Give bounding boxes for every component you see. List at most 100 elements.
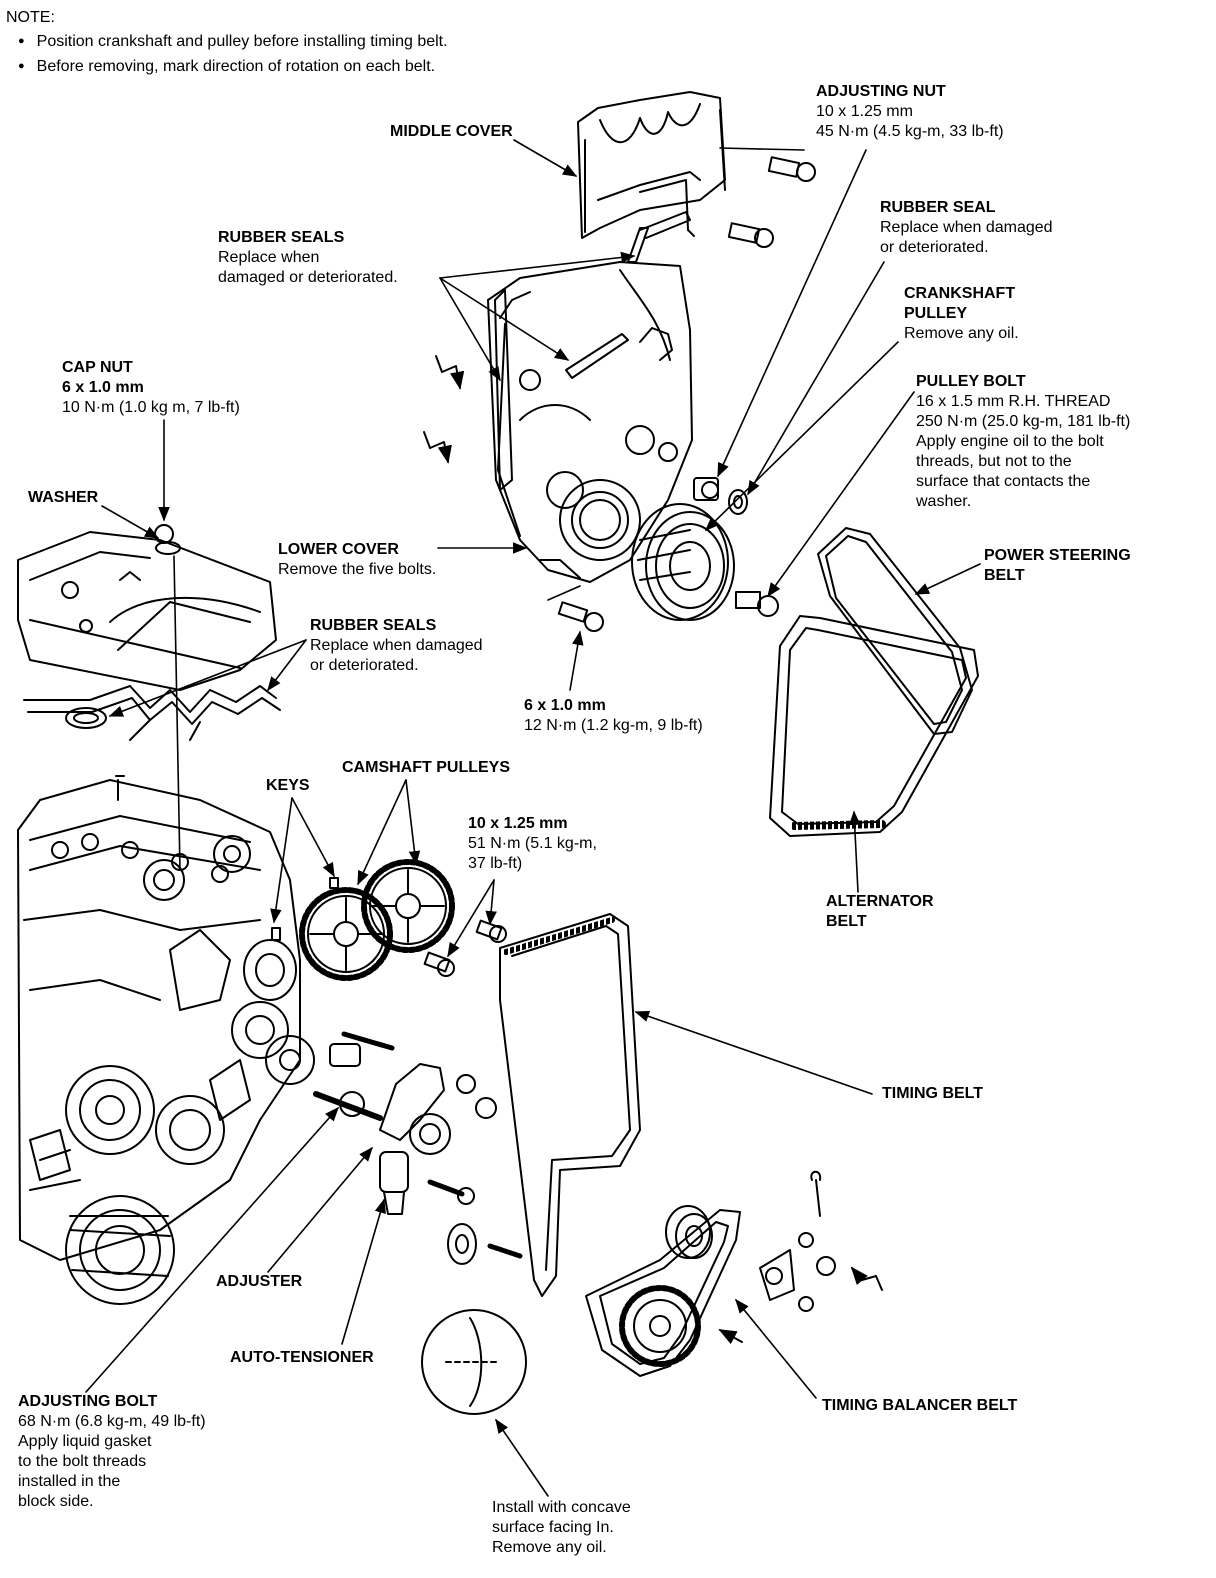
label-alternator-belt: ALTERNATOR BELT xyxy=(826,892,934,932)
leader-lines xyxy=(85,139,981,1497)
balancer-pulley xyxy=(619,1285,701,1367)
label-line: 45 N·m (4.5 kg-m, 33 lb-ft) xyxy=(816,123,1004,140)
crankshaft-pulley xyxy=(631,503,735,621)
middle-cover xyxy=(577,91,726,239)
label-line: 16 x 1.5 mm R.H. THREAD xyxy=(916,393,1111,410)
label-timing-balancer-belt: TIMING BALANCER BELT xyxy=(822,1396,1017,1416)
rotation-direction-mark xyxy=(435,355,465,390)
tensioner-sleeve xyxy=(329,1031,395,1067)
label-line: washer. xyxy=(916,493,972,510)
label-camshaft-pulleys: CAMSHAFT PULLEYS xyxy=(342,758,510,778)
tensioner-bolt xyxy=(456,1074,497,1119)
label-lower-cover: LOWER COVER Remove the five bolts. xyxy=(278,540,436,580)
label-heading: CAP NUT xyxy=(62,359,133,376)
label-crankshaft-pulley: CRANKSHAFT PULLEY Remove any oil. xyxy=(904,284,1019,344)
rotation-direction-mark xyxy=(718,1329,743,1345)
label-adjusting-bolt: ADJUSTING BOLT 68 N·m (6.8 kg-m, 49 lb-f… xyxy=(18,1392,206,1512)
label-line: 10 N·m (1.0 kg m, 7 lb-ft) xyxy=(62,399,240,416)
engine-block xyxy=(17,775,315,1305)
label-heading: 10 x 1.25 mm xyxy=(468,815,568,832)
alternator-belt xyxy=(769,615,979,837)
label-timing-belt: TIMING BELT xyxy=(882,1084,983,1104)
camshaft-bolt xyxy=(475,919,507,943)
label-line: damaged or deteriorated. xyxy=(218,269,398,286)
label-line: 12 N·m (1.2 kg-m, 9 lb-ft) xyxy=(524,717,703,734)
rotation-direction-mark xyxy=(850,1266,883,1291)
cylinder-head-cover xyxy=(17,531,277,691)
label-heading: ADJUSTING BOLT xyxy=(18,1393,158,1410)
label-heading: 6 x 1.0 mm xyxy=(524,697,606,714)
label-line: Replace when damaged xyxy=(880,219,1053,236)
label-heading: POWER STEERING xyxy=(984,547,1131,564)
label-bolt-10x125: 10 x 1.25 mm 51 N·m (5.1 kg-m, 37 lb-ft) xyxy=(468,814,597,874)
label-line: Remove any oil. xyxy=(904,325,1019,342)
power-steering-belt xyxy=(817,527,973,735)
label-install-note: Install with concave surface facing In. … xyxy=(492,1498,631,1558)
label-heading: LOWER COVER xyxy=(278,541,399,558)
label-line: block side. xyxy=(18,1493,94,1510)
top-rubber-seal xyxy=(639,327,673,361)
label-keys: KEYS xyxy=(266,776,310,796)
note-block: NOTE: Position crankshaft and pulley bef… xyxy=(6,6,448,80)
adjuster-part xyxy=(379,1151,409,1215)
label-line: 10 x 1.25 mm xyxy=(816,103,913,120)
idler-pulley xyxy=(665,1205,713,1259)
label-middle-cover: MIDDLE COVER xyxy=(390,122,513,142)
tensioner-bolt xyxy=(427,1179,475,1205)
label-line: Apply engine oil to the bolt xyxy=(916,433,1104,450)
label-cap-nut: CAP NUT 6 x 1.0 mm 10 N·m (1.0 kg m, 7 l… xyxy=(62,358,240,418)
lower-cover-bolt xyxy=(557,601,604,632)
note-item: Position crankshaft and pulley before in… xyxy=(6,30,448,55)
label-heading: PULLEY xyxy=(904,305,968,322)
side-rubber-seal xyxy=(494,289,513,491)
label-adjusting-nut: ADJUSTING NUT 10 x 1.25 mm 45 N·m (4.5 k… xyxy=(816,82,1004,142)
label-heading: RUBBER SEALS xyxy=(310,617,437,634)
label-line: 68 N·m (6.8 kg-m, 49 lb-ft) xyxy=(18,1413,206,1430)
label-heading: CRANKSHAFT xyxy=(904,285,1016,302)
upper-rubber-seal xyxy=(565,333,629,379)
label-auto-tensioner: AUTO-TENSIONER xyxy=(230,1348,374,1368)
label-rubber-seal-right: RUBBER SEAL Replace when damaged or dete… xyxy=(880,198,1053,258)
label-line: Replace when damaged xyxy=(310,637,483,654)
label-line: 51 N·m (5.1 kg-m, xyxy=(468,835,597,852)
label-heading: 6 x 1.0 mm xyxy=(62,379,144,396)
label-heading: ADJUSTING NUT xyxy=(816,83,946,100)
note-item: Before removing, mark direction of rotat… xyxy=(6,55,448,80)
label-line: Remove the five bolts. xyxy=(278,561,437,578)
label-line: Replace when xyxy=(218,249,320,266)
label-heading: ALTERNATOR xyxy=(826,893,934,910)
label-line: surface that contacts the xyxy=(916,473,1091,490)
label-line: or deteriorated. xyxy=(310,657,419,674)
label-line: Install with concave xyxy=(492,1499,631,1516)
label-line: Remove any oil. xyxy=(492,1539,607,1556)
washer-detail-circle xyxy=(421,1309,527,1415)
camshaft-pulley xyxy=(299,887,393,981)
label-heading: KEYS xyxy=(266,777,310,794)
label-line: installed in the xyxy=(18,1473,121,1490)
label-line: surface facing In. xyxy=(492,1519,614,1536)
label-power-steering-belt: POWER STEERING BELT xyxy=(984,546,1131,586)
label-line: to the bolt threads xyxy=(18,1453,147,1470)
label-pulley-bolt: PULLEY BOLT 16 x 1.5 mm R.H. THREAD 250 … xyxy=(916,372,1130,512)
camshaft-pulley xyxy=(361,859,455,953)
head-cover-gasket xyxy=(23,685,281,741)
label-heading: BELT xyxy=(826,913,867,930)
rotation-direction-mark xyxy=(423,431,452,464)
note-title: NOTE: xyxy=(6,9,55,26)
label-line: threads, but not to the xyxy=(916,453,1072,470)
label-heading: PULLEY BOLT xyxy=(916,373,1026,390)
rubber-seal-strip xyxy=(627,211,691,263)
timing-belt xyxy=(499,913,641,1297)
label-line: 250 N·m (25.0 kg-m, 181 lb-ft) xyxy=(916,413,1131,430)
middle-cover-bolt xyxy=(767,156,816,182)
label-heading: CAMSHAFT PULLEYS xyxy=(342,759,510,776)
label-rubber-seals-mid: RUBBER SEALS Replace when damaged or det… xyxy=(310,616,483,676)
adjusting-nut-part xyxy=(693,477,719,501)
label-heading: BELT xyxy=(984,567,1025,584)
key-part xyxy=(329,877,339,889)
label-heading: MIDDLE COVER xyxy=(390,123,513,140)
label-line: Apply liquid gasket xyxy=(18,1433,152,1450)
label-heading: RUBBER SEAL xyxy=(880,199,996,216)
label-washer: WASHER xyxy=(28,488,98,508)
